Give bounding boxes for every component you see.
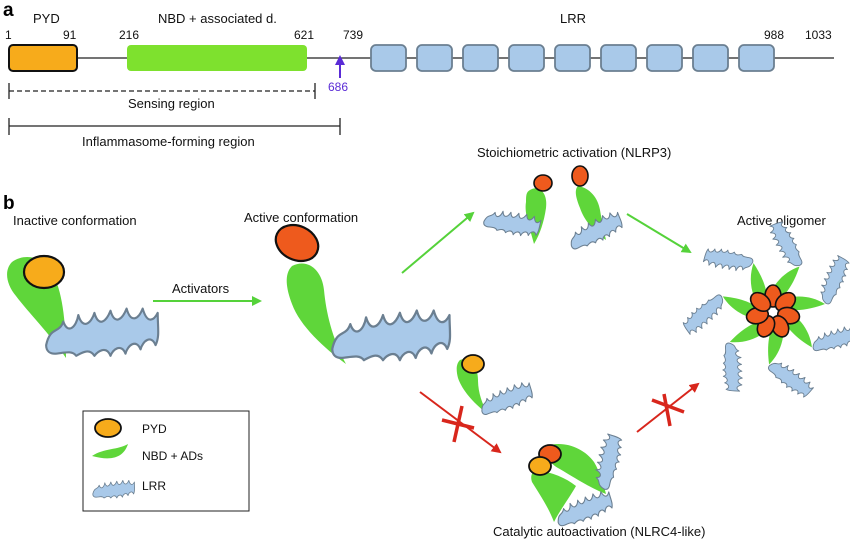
inactive-conformation-label: Inactive conformation (13, 213, 137, 228)
position-988: 988 (764, 28, 784, 42)
legend-pyd-label: PYD (142, 422, 167, 436)
pyd-domain-box (8, 44, 78, 72)
lrr-repeat (370, 44, 407, 72)
active-oligomer-label: Active oligomer (737, 213, 827, 228)
stoichiometric-label: Stoichiometric activation (NLRP3) (477, 145, 671, 160)
pyd-shape (461, 354, 485, 374)
lrr-repeat (692, 44, 729, 72)
position-1033: 1033 (805, 28, 832, 42)
catalytic-complex (528, 432, 628, 529)
legend-lrr-label: LRR (142, 479, 166, 493)
pyd-label: PYD (33, 11, 60, 26)
active-nbd-shape (286, 263, 346, 364)
blocked-arrow-left (419, 391, 502, 454)
active-pyd-shape (274, 223, 320, 263)
stoichiometric-monomer-right (564, 165, 626, 252)
pyd-shape (528, 456, 552, 476)
pyd-shape (533, 174, 553, 192)
to-stoichiometric-arrow (401, 211, 475, 274)
sensing-region-label: Sensing region (128, 96, 215, 111)
lrr-shape (476, 380, 536, 417)
legend: PYD NBD + ADs LRR (82, 410, 250, 512)
lrr-repeat (554, 44, 591, 72)
activators-label: Activators (172, 281, 230, 296)
block-cross (452, 405, 464, 443)
catalytic-label: Catalytic autoactivation (NLRC4-like) (493, 524, 705, 539)
legend-nbd-icon (92, 444, 128, 459)
blocked-arrow-right (636, 382, 700, 433)
nbd-label: NBD + associated d. (158, 11, 277, 26)
active-conformation-label: Active conformation (244, 210, 358, 225)
pyd-shape (749, 291, 772, 313)
inactive-pyd-shape (22, 254, 66, 290)
legend-nbd-label: NBD + ADs (142, 449, 203, 463)
lrr-repeat (416, 44, 453, 72)
lrr-repeat (646, 44, 683, 72)
lrr-repeats (370, 44, 775, 72)
lrr-repeat (462, 44, 499, 72)
inflammasome-region-bracket (8, 118, 341, 135)
stoichiometric-monomer-left (481, 174, 553, 244)
position-739: 739 (343, 28, 363, 42)
inflammasome-region-label: Inflammasome-forming region (82, 134, 255, 149)
active-protein (274, 223, 452, 364)
position-621: 621 (294, 28, 314, 42)
active-oligomer (679, 218, 850, 402)
active-lrr-shape (330, 309, 452, 362)
inactive-protein (7, 254, 160, 358)
panel-a-letter: a (3, 0, 14, 21)
from-stoichiometric-arrow (626, 213, 692, 254)
position-1: 1 (5, 28, 12, 42)
panel-b-letter: b (3, 193, 15, 214)
lrr-repeat (508, 44, 545, 72)
pyd-shape (571, 165, 589, 187)
position-686-label: 686 (328, 80, 348, 94)
catalytic-monomer-top (456, 354, 536, 417)
nbd-domain-box (127, 45, 307, 71)
block-cross (662, 393, 672, 427)
position-216: 216 (119, 28, 139, 42)
legend-pyd-icon (94, 418, 122, 438)
lrr-repeat (738, 44, 775, 72)
position-91: 91 (63, 28, 77, 42)
sensing-region-bracket (8, 83, 316, 99)
lrr-label: LRR (560, 11, 586, 26)
oligomer-pyd-ring (745, 284, 801, 338)
lrr-repeat (600, 44, 637, 72)
